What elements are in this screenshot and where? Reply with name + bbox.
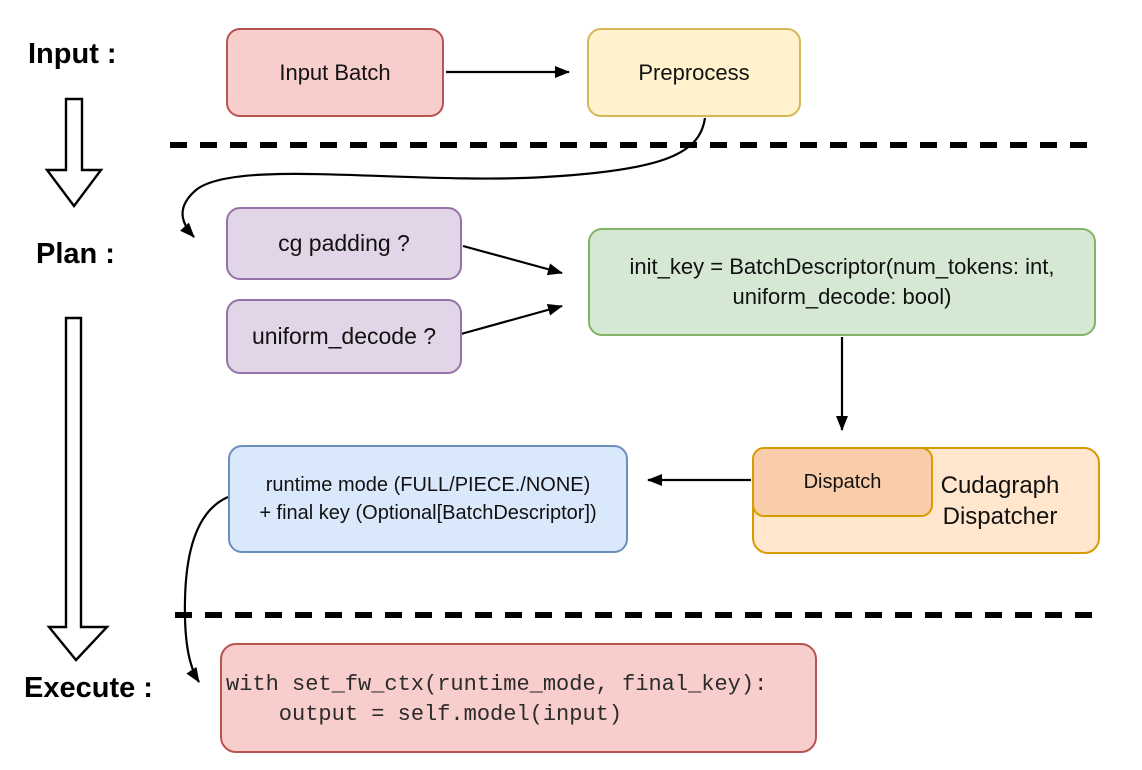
- node-input-batch: Input Batch: [226, 28, 444, 117]
- node-dispatch-label: Dispatch: [803, 470, 882, 493]
- node-preprocess-label: Preprocess: [638, 59, 750, 85]
- node-dispatch: Dispatch: [752, 447, 933, 517]
- node-uniform-decode-label: uniform_decode ?: [251, 323, 437, 350]
- node-runtime-mode: runtime mode (FULL/PIECE./NONE) + final …: [228, 445, 628, 553]
- cudagraph-label-line1: Cudagraph: [940, 471, 1060, 499]
- execute-code-line1: with set_fw_ctx(runtime_mode, final_key)…: [226, 672, 768, 697]
- node-runtime-mode-line2: + final key (Optional[BatchDescriptor]): [259, 502, 597, 524]
- flow-arrow-uniformdecode-to-initkey: [460, 303, 563, 336]
- node-init-key-line1: init_key = BatchDescriptor(num_tokens: i…: [629, 254, 1055, 279]
- node-cg-padding-label: cg padding ?: [278, 230, 410, 257]
- node-runtime-mode-line1: runtime mode (FULL/PIECE./NONE): [265, 474, 591, 496]
- node-input-batch-label: Input Batch: [279, 59, 391, 85]
- node-preprocess: Preprocess: [587, 28, 801, 117]
- hollow-down-arrow-plan-icon: [46, 316, 110, 662]
- section-label-execute: Execute :: [24, 672, 153, 704]
- curve-preprocess-to-plan: [180, 117, 707, 238]
- node-cudagraph-dispatcher-label: Cudagraph Dispatcher: [920, 470, 1080, 532]
- flow-arrow-cgpadding-to-initkey: [462, 244, 563, 276]
- section-label-plan: Plan :: [36, 238, 115, 270]
- node-cg-padding: cg padding ?: [226, 207, 462, 280]
- node-uniform-decode: uniform_decode ?: [226, 299, 462, 374]
- section-label-input: Input :: [28, 38, 117, 70]
- node-init-key-line2: uniform_decode: bool): [732, 284, 952, 309]
- hollow-down-arrow-input-icon: [44, 97, 104, 208]
- curve-runtimemode-to-execute: [183, 495, 229, 683]
- node-execute-code: with set_fw_ctx(runtime_mode, final_key)…: [220, 643, 817, 753]
- node-init-key: init_key = BatchDescriptor(num_tokens: i…: [588, 228, 1096, 336]
- execute-code-line2: output = self.model(input): [226, 702, 623, 727]
- cudagraph-label-line2: Dispatcher: [942, 502, 1058, 530]
